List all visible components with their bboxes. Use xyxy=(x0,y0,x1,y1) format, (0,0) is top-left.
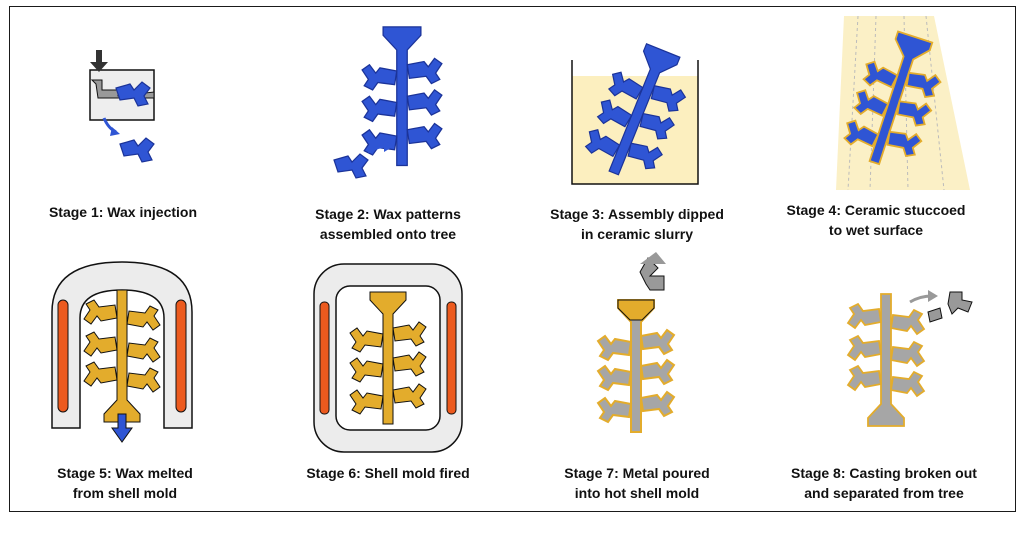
stage8-illustration xyxy=(848,290,973,426)
stage-6-caption: Stage 6: Shell mold fired xyxy=(263,463,513,483)
stage4-illustration xyxy=(836,15,970,191)
stage-7-caption-line2: into hot shell mold xyxy=(574,485,700,501)
stage-3-caption: Stage 3: Assembly dipped in ceramic slur… xyxy=(512,204,762,244)
stage-7-caption-line1: Stage 7: Metal poured xyxy=(564,465,710,481)
stage-7-caption: Stage 7: Metal poured into hot shell mol… xyxy=(512,463,762,503)
stage-1-caption: Stage 1: Wax injection xyxy=(0,202,248,222)
stage-2-caption: Stage 2: Wax patterns assembled onto tre… xyxy=(263,204,513,244)
stage-2-caption-line1: Stage 2: Wax patterns xyxy=(315,206,461,222)
stage-5-caption-line1: Stage 5: Wax melted xyxy=(57,465,193,481)
stage-8-caption-line2: and separated from tree xyxy=(804,485,964,501)
stage-5-caption: Stage 5: Wax melted from shell mold xyxy=(0,463,250,503)
stage-2-caption-line2: assembled onto tree xyxy=(319,226,457,242)
stage-4-caption-line2: to wet surface xyxy=(828,222,924,238)
injection-arrow-icon xyxy=(90,50,108,72)
stage-3-caption-line1: Stage 3: Assembly dipped xyxy=(550,206,724,222)
stage-8-caption: Stage 8: Casting broken out and separate… xyxy=(759,463,1009,503)
stage2-illustration xyxy=(333,27,442,179)
stage-4-caption-line1: Stage 4: Ceramic stuccoed xyxy=(786,202,966,218)
stage-5-caption-line2: from shell mold xyxy=(72,485,178,501)
diagram-frame xyxy=(9,6,1016,512)
stage-4-caption: Stage 4: Ceramic stuccoed to wet surface xyxy=(751,200,1001,240)
stage-6-caption-line1: Stage 6: Shell mold fired xyxy=(306,465,470,481)
stage7-illustration xyxy=(598,252,674,432)
stage-1-caption-line1: Stage 1: Wax injection xyxy=(48,204,198,220)
stage1-illustration xyxy=(89,50,155,163)
stage-3-caption-line2: in ceramic slurry xyxy=(580,226,694,242)
stage3-illustration xyxy=(571,36,698,187)
stage6-illustration xyxy=(313,263,463,453)
stage5-illustration xyxy=(51,261,193,443)
stage-8-caption-line1: Stage 8: Casting broken out xyxy=(791,465,977,481)
